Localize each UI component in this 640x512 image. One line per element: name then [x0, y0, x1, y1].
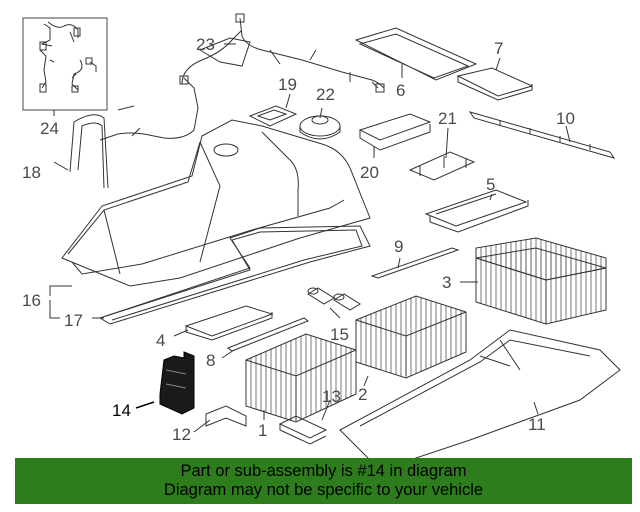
banner-line-1: Part or sub-assembly is #14 in diagram: [180, 462, 467, 480]
part-15-plugs: [307, 287, 361, 311]
leader-lines: [53, 43, 571, 433]
banner-line-2: Diagram may not be specific to your vehi…: [163, 481, 484, 499]
part-2-battery-module: [355, 295, 467, 379]
part-13-bracket: [278, 415, 328, 445]
callout-13: 13: [322, 387, 341, 406]
callout-labels: 1 2 3 4 5 6 7 8 9 10 11 12 13 14 15 16 1…: [22, 35, 575, 444]
part-24-harness-box: [22, 17, 108, 116]
part-8-strip: [226, 317, 310, 352]
callout-22: 22: [316, 85, 335, 104]
part-23-wiring-harness: [99, 13, 385, 141]
part-1-battery-module: [245, 333, 357, 423]
callout-20: 20: [360, 163, 379, 182]
part-4-plate: [184, 305, 274, 341]
callout-15: 15: [330, 325, 349, 344]
callout-24: 24: [40, 119, 59, 138]
part-6-tray: [354, 27, 478, 81]
part-10-rail: [468, 111, 616, 159]
callout-12: 12: [172, 425, 191, 444]
callout-9: 9: [394, 237, 403, 256]
callout-6: 6: [396, 81, 405, 100]
part-9-strip: [370, 247, 460, 279]
part-3-battery-module: [475, 237, 607, 325]
part-17-gasket: [98, 225, 371, 325]
part-20-controller: [358, 113, 432, 151]
callout-16-bracket: [49, 285, 72, 319]
callout-14: 14: [112, 401, 131, 420]
callout-8: 8: [206, 351, 215, 370]
callout-1: 1: [258, 421, 267, 440]
part-12-bracket: [205, 405, 247, 427]
callout-2: 2: [358, 385, 367, 404]
callout-21: 21: [438, 109, 457, 128]
part-21-bracket: [408, 151, 476, 181]
part-22-module: [299, 115, 341, 140]
callout-11: 11: [528, 415, 546, 434]
callout-4: 4: [156, 331, 165, 350]
part-5-plate: [424, 189, 529, 233]
part-11-tray: [339, 329, 621, 458]
part-19-bracket: [248, 105, 298, 127]
callout-7: 7: [494, 39, 503, 58]
callout-19: 19: [278, 75, 297, 94]
parts-diagram: 1 2 3 4 5 6 7 8 9 10 11 12 13 14 15 16 1…: [22, 13, 621, 458]
part-7-board: [456, 67, 534, 101]
callout-5: 5: [486, 175, 495, 194]
part-18-strap: [69, 114, 109, 189]
callout-17: 17: [64, 311, 83, 330]
callout-18: 18: [22, 163, 41, 182]
callout-10: 10: [556, 109, 575, 128]
callout-16: 16: [22, 291, 41, 310]
battery-cover: [61, 119, 371, 287]
callout-23: 23: [196, 35, 215, 54]
callout-3: 3: [442, 273, 451, 292]
info-banner: Part or sub-assembly is #14 in diagram D…: [15, 458, 632, 504]
part-14-highlighted: [159, 351, 195, 415]
